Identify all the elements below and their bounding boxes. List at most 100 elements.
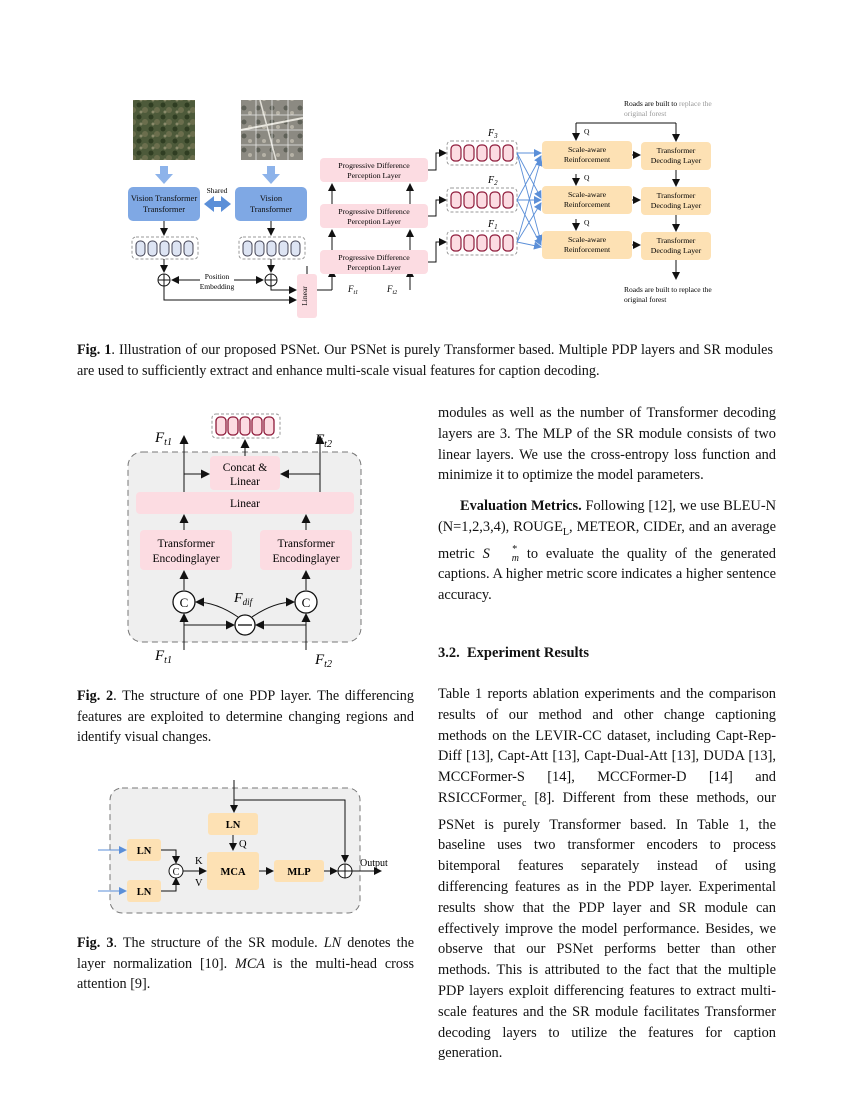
experiment-results-text: Table 1 reports ablation experiments and… xyxy=(438,686,776,1062)
figure-1: Vision Transformer Transformer Vision Tr… xyxy=(100,90,760,320)
svg-text:Transformer: Transformer xyxy=(157,538,214,550)
svg-text:Perception Layer: Perception Layer xyxy=(347,171,401,180)
output-label: Output xyxy=(360,858,388,869)
svg-text:Transformer: Transformer xyxy=(657,146,696,155)
svg-text:Vision Transformer: Vision Transformer xyxy=(131,193,197,203)
svg-text:F2: F2 xyxy=(487,175,498,187)
svg-text:Perception Layer: Perception Layer xyxy=(347,217,401,226)
svg-text:Perception Layer: Perception Layer xyxy=(347,263,401,272)
token-group-f2: F2 xyxy=(446,175,518,213)
figure-2-caption-text: . The structure of one PDP layer. The di… xyxy=(77,688,414,745)
svg-text:original forest: original forest xyxy=(624,109,667,118)
pdp-layer-3: Progressive Difference Perception Layer xyxy=(320,158,428,182)
linear-block: Linear xyxy=(297,274,317,318)
transformer-encoder-t1: Transformer Encodinglayer xyxy=(140,530,232,570)
add-icon xyxy=(157,273,278,287)
mlp-block: MLP xyxy=(274,860,324,882)
svg-text:Transformer: Transformer xyxy=(657,191,696,200)
svg-text:Linear: Linear xyxy=(230,476,260,488)
sr-module-1: Scale-aware Reinforcement xyxy=(542,231,632,259)
svg-text:Scale-aware: Scale-aware xyxy=(568,145,607,154)
vision-transformer-t2: Vision Transformer xyxy=(235,187,307,221)
svg-text:V: V xyxy=(195,878,203,889)
subtract-icon xyxy=(234,614,256,636)
ln-block-left-2: LN xyxy=(127,880,161,902)
svg-text:F1: F1 xyxy=(487,219,498,231)
svg-text:Encodinglayer: Encodinglayer xyxy=(272,553,339,565)
svg-text:Decoding Layer: Decoding Layer xyxy=(651,246,702,255)
svg-text:Transformer: Transformer xyxy=(143,204,185,214)
svg-text:Scale-aware: Scale-aware xyxy=(568,235,607,244)
figure-1-label: Fig. 1 xyxy=(77,342,112,358)
figure-3-label: Fig. 3 xyxy=(77,935,114,951)
svg-text:LN: LN xyxy=(226,820,241,831)
pdp-layer-2: Progressive Difference Perception Layer xyxy=(320,204,428,228)
ft1-label-top: Ft1 xyxy=(154,430,172,448)
svg-text:Q: Q xyxy=(584,127,590,136)
transformer-encoder-t2: Transformer Encodinglayer xyxy=(260,530,352,570)
ln-block-left-1: LN xyxy=(127,839,161,861)
svg-text:K: K xyxy=(195,856,203,867)
pdp-layer-1: Progressive Difference Perception Layer xyxy=(320,250,428,274)
svg-text:Q: Q xyxy=(584,218,590,227)
token-group-f3: F3 xyxy=(446,128,518,166)
svg-text:Progressive Difference: Progressive Difference xyxy=(338,253,410,262)
sr-module-3: Scale-aware Reinforcement xyxy=(542,141,632,169)
input-caption: Roads are built to replace the xyxy=(624,99,712,108)
decoding-layer-1: Transformer Decoding Layer xyxy=(641,142,711,170)
figure-1-caption: Fig. 1. Illustration of our proposed PSN… xyxy=(77,340,773,381)
svg-text:C: C xyxy=(302,595,311,610)
right-column: modules as well as the number of Transfo… xyxy=(438,403,776,606)
svg-text:Progressive Difference: Progressive Difference xyxy=(338,207,410,216)
svg-text:Reinforcement: Reinforcement xyxy=(564,245,611,254)
svg-text:C: C xyxy=(180,595,189,610)
svg-text:Scale-aware: Scale-aware xyxy=(568,190,607,199)
svg-text:Q: Q xyxy=(584,173,590,182)
svg-text:Embedding: Embedding xyxy=(200,282,235,291)
svg-text:Reinforcement: Reinforcement xyxy=(564,200,611,209)
vision-transformer-t1: Vision Transformer Transformer xyxy=(128,187,200,221)
down-arrow-icon xyxy=(155,166,280,184)
token-group-t2 xyxy=(238,236,306,260)
figure-2-label: Fig. 2 xyxy=(77,688,114,704)
mca-block: MCA xyxy=(207,852,259,890)
shared-arrow-icon: Shared xyxy=(204,186,231,212)
svg-text:Transformer: Transformer xyxy=(277,538,334,550)
svg-text:Transformer: Transformer xyxy=(250,204,292,214)
paragraph-training: modules as well as the number of Transfo… xyxy=(438,405,776,484)
section-heading: 3.2. Experiment Results xyxy=(438,645,590,661)
satellite-image-t2 xyxy=(240,99,304,161)
svg-text:Reinforcement: Reinforcement xyxy=(564,155,611,164)
svg-text:Ft1: Ft1 xyxy=(347,284,358,296)
decoding-layer-3: Transformer Decoding Layer xyxy=(641,232,711,260)
figure-3: LN Q LN LN C K V MCA MLP Output xyxy=(96,778,396,918)
concat-linear-block: Concat & Linear xyxy=(210,456,280,490)
cross-connections xyxy=(516,149,544,250)
ft1-label-bottom: Ft1 xyxy=(154,648,172,666)
sr-module-2: Scale-aware Reinforcement xyxy=(542,186,632,214)
figure-1-diagram: Vision Transformer Transformer Vision Tr… xyxy=(128,99,712,318)
concat-icon: C xyxy=(168,863,184,879)
svg-text:Shared: Shared xyxy=(207,186,228,195)
figure-1-caption-text: . Illustration of our proposed PSNet. Ou… xyxy=(77,342,773,379)
svg-text:MCA: MCA xyxy=(220,867,245,878)
svg-text:Linear: Linear xyxy=(230,498,260,510)
svg-text:Encodinglayer: Encodinglayer xyxy=(152,553,219,565)
figure-2: Ft1 Ft2 Concat & Linear Linear Transform… xyxy=(120,412,380,677)
svg-text:Q: Q xyxy=(239,839,247,850)
svg-text:MLP: MLP xyxy=(287,867,311,878)
svg-text:Concat &: Concat & xyxy=(223,462,267,474)
svg-text:Linear: Linear xyxy=(300,286,309,306)
ft2-label-bottom: Ft2 xyxy=(314,652,332,670)
output-token-group xyxy=(211,413,281,439)
satellite-image-t1 xyxy=(133,100,195,160)
svg-text:Decoding Layer: Decoding Layer xyxy=(651,156,702,165)
metric-symbol: S*m xyxy=(482,544,520,565)
svg-text:original forest: original forest xyxy=(624,295,667,304)
evaluation-title: Evaluation Metrics. xyxy=(460,498,582,515)
svg-text:C: C xyxy=(173,867,180,878)
linear-block: Linear xyxy=(136,492,354,514)
ft2-label-top: Ft2 xyxy=(314,432,332,450)
ln-block-top: LN xyxy=(208,813,258,835)
token-group-t1 xyxy=(131,236,199,260)
